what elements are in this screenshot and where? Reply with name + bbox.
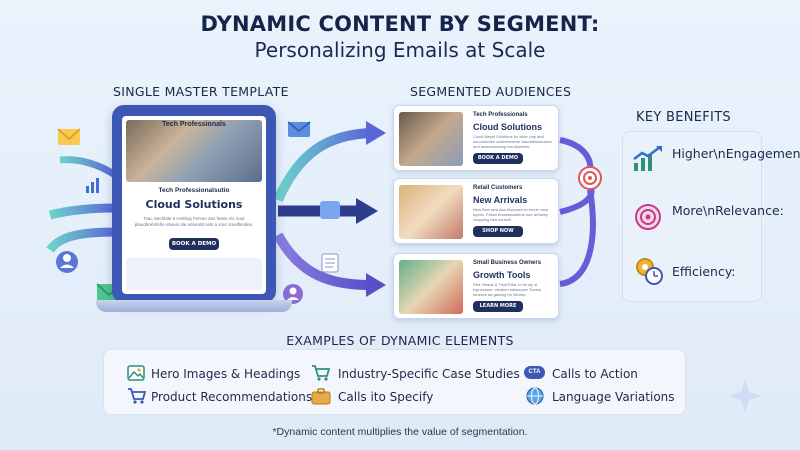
- segment-photo: [399, 112, 463, 166]
- target-icon: [578, 166, 602, 190]
- target-icon: [635, 204, 661, 230]
- segment-card-retail: Retail Customers New Arrivals New Bew se…: [393, 178, 559, 244]
- master-footer-placeholder: [126, 258, 262, 290]
- example-language-variations: Language Variations: [552, 390, 675, 404]
- page-subtitle: Personalizing Emails at Scale: [254, 38, 546, 62]
- book-demo-button[interactable]: BOOK A DEMO: [169, 238, 219, 250]
- master-body-text: Tsac Sechbite 8 Hottling Femen ans heeis…: [134, 216, 254, 227]
- bar-chart-icon: [86, 178, 99, 193]
- segment-headline: Cloud Solutions: [473, 122, 542, 132]
- master-email-preview: Tech Professionals Tech Professionalsuti…: [122, 116, 266, 294]
- key-benefits-heading: KEY BENEFITS: [636, 110, 731, 125]
- master-hero-image: [126, 120, 262, 182]
- segment-body: New Bew sesi Ass Ahpewes to brude vose t…: [473, 207, 549, 222]
- inflow-arrow-lower: [46, 227, 116, 253]
- book-demo-button[interactable]: BOOK A DEMO: [473, 153, 523, 164]
- footnote: *Dynamic content multiplies the value of…: [272, 426, 528, 438]
- shop-now-button[interactable]: SHOP NOW: [473, 226, 523, 237]
- example-hero-images: Hero Images & Headings: [151, 367, 301, 381]
- segmented-audiences-heading: SEGMENTED AUDIENCES: [410, 84, 572, 99]
- outflow-arrow-top: [273, 128, 371, 203]
- inflow-arrow-upper: [59, 156, 117, 178]
- outflow-arrow-bottom: [273, 232, 371, 290]
- example-case-studies: Industry-Specific Case Studies: [338, 367, 520, 381]
- segment-headline: New Arrivals: [473, 195, 528, 205]
- example-calls-to-specify: Calls ito Specify: [338, 390, 434, 404]
- master-hero-title: Tech Professionals: [162, 121, 226, 128]
- image-icon: [127, 365, 145, 381]
- example-product-recommendations: Product Recommendations: [151, 390, 313, 404]
- segment-headline: Growth Tools: [473, 270, 531, 280]
- inflow-arrow-mid: [48, 203, 116, 220]
- master-audience-line: Tech Professionalsutio: [158, 187, 230, 194]
- master-product-title: Cloud Solutions: [145, 198, 243, 211]
- envelope-icon: [57, 128, 81, 145]
- learn-more-button[interactable]: LEARN MORE: [473, 301, 523, 312]
- segment-audience: Small Business Owners: [473, 260, 542, 266]
- sparkle-icon: [729, 380, 761, 412]
- outflow-arrow-bottom-head: [366, 273, 386, 297]
- outflow-arrow-top-head: [366, 121, 386, 145]
- outflow-arrow-mid-head: [356, 198, 378, 224]
- benefit-efficiency: Efficiency:: [672, 264, 736, 279]
- envelope-icon: [287, 121, 311, 137]
- segment-card-small-business: Small Business Owners Growth Tools Rha V…: [393, 253, 559, 319]
- briefcase-icon: [311, 388, 331, 405]
- user-avatar-icon: [283, 284, 303, 304]
- segment-photo: [399, 185, 463, 239]
- benefit-higher-engagement: Higher\nEngagement:: [672, 146, 800, 161]
- shopping-cart-icon: [128, 388, 147, 404]
- connector-card2: [559, 184, 595, 215]
- segment-audience: Tech Professionals: [473, 112, 528, 118]
- segment-card-tech: Tech Professionals Cloud Solutions Cloud…: [393, 105, 559, 171]
- segment-body: Cloud Nesef Solutions bu stide ciny and …: [473, 134, 552, 149]
- user-avatar-icon: [56, 251, 78, 273]
- segment-body: Rha Vihads & Trsol'Riba. to brruly of ei…: [473, 282, 541, 297]
- master-template-heading: SINGLE MASTER TEMPLATE: [113, 84, 289, 99]
- page-title: DYNAMIC CONTENT BY SEGMENT:: [200, 12, 600, 36]
- examples-heading: EXAMPLES OF DYNAMIC ELEMENTS: [286, 333, 514, 348]
- segment-audience: Retail Customers: [473, 185, 523, 191]
- growth-chart-icon: [633, 146, 662, 171]
- example-calls-to-action: Calls to Action: [552, 367, 638, 381]
- laptop-base: [96, 300, 292, 312]
- examples-panel: [103, 349, 686, 415]
- globe-icon: [526, 387, 544, 405]
- segment-photo: [399, 260, 463, 314]
- connector-card3: [559, 189, 596, 287]
- cart-icon: [312, 365, 331, 381]
- document-icon: [321, 253, 339, 273]
- gears-clock-icon: [636, 258, 663, 285]
- benefit-more-relevance: More\nRelevance:: [672, 203, 784, 218]
- sync-icon: [320, 201, 340, 219]
- cta-badge-icon: CTA: [524, 366, 545, 379]
